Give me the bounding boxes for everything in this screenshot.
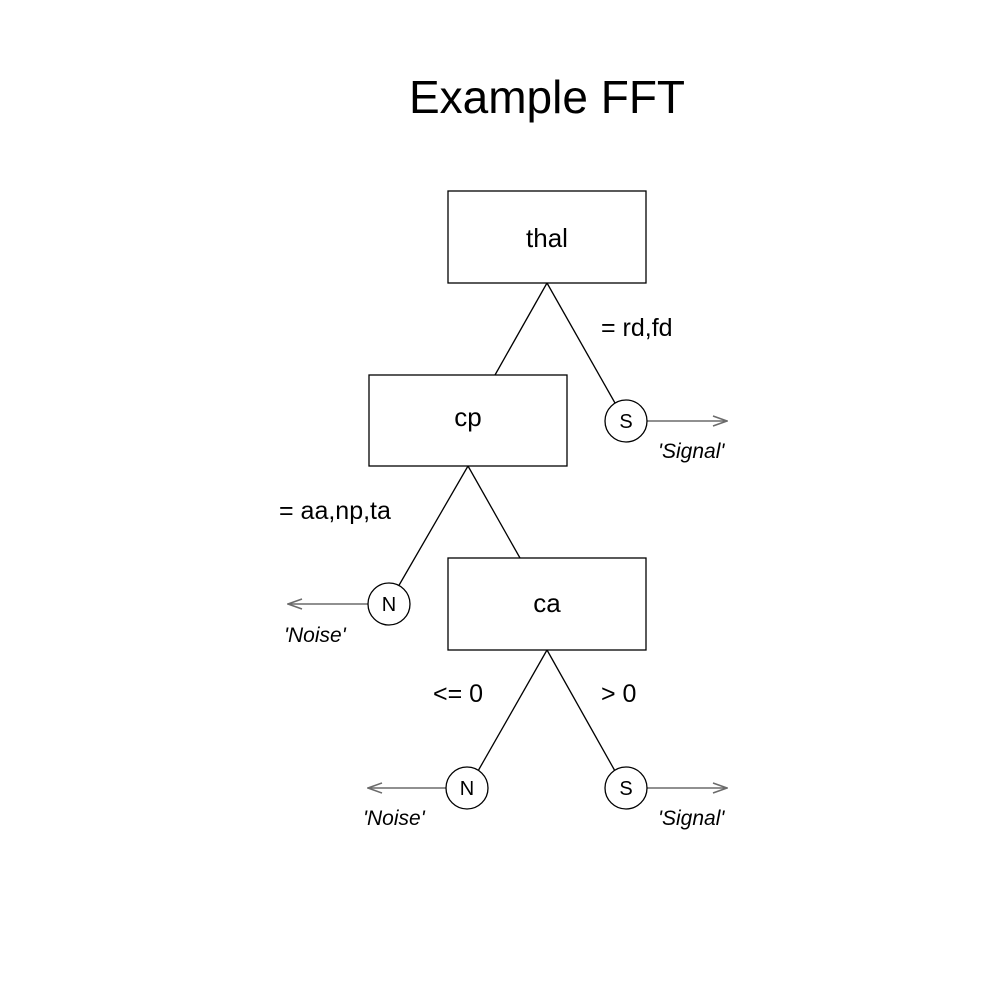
condition-thal-exit: = rd,fd — [601, 314, 673, 342]
leaf-symbol: N — [460, 778, 474, 800]
leaf-decision-label: 'Signal' — [658, 440, 725, 463]
leaf-cp-noise: N 'Noise' — [284, 582, 411, 647]
node-thal: thal — [447, 190, 647, 284]
leaf-symbol: S — [619, 778, 632, 800]
leaf-decision-label: 'Noise' — [284, 624, 347, 647]
leaf-circle — [445, 766, 489, 810]
node-ca: ca — [447, 557, 647, 651]
node-thal-box — [447, 190, 647, 284]
leaf-decision-label: 'Noise' — [363, 807, 426, 830]
leaf-symbol: N — [382, 594, 396, 616]
leaf-decision-label: 'Signal' — [658, 807, 725, 830]
condition-cp-exit: = aa,np,ta — [279, 497, 391, 525]
node-ca-label: ca — [533, 588, 561, 618]
leaf-ca-noise: N 'Noise' — [363, 766, 489, 830]
node-cp: cp — [368, 374, 568, 467]
leaf-thal-signal: S 'Signal' — [604, 399, 727, 463]
edge-thal-to-cp — [494, 282, 548, 376]
node-cp-label: cp — [454, 402, 481, 432]
condition-ca-left: <= 0 — [433, 680, 483, 708]
leaf-symbol: S — [619, 411, 632, 433]
leaf-ca-signal: S 'Signal' — [604, 766, 727, 830]
leaf-circle — [604, 766, 648, 810]
edge-cp-to-noise — [397, 465, 469, 588]
edge-ca-to-noise — [477, 649, 548, 772]
leaf-circle — [604, 399, 648, 443]
edge-ca-to-signal — [546, 649, 616, 772]
edge-cp-to-ca — [467, 465, 521, 559]
edge-thal-to-signal — [546, 282, 616, 404]
condition-ca-right: > 0 — [601, 680, 636, 708]
node-cp-box — [368, 374, 568, 467]
diagram-title: Example FFT — [409, 71, 685, 123]
node-ca-box — [447, 557, 647, 651]
node-thal-label: thal — [526, 223, 568, 253]
leaf-circle — [367, 582, 411, 626]
